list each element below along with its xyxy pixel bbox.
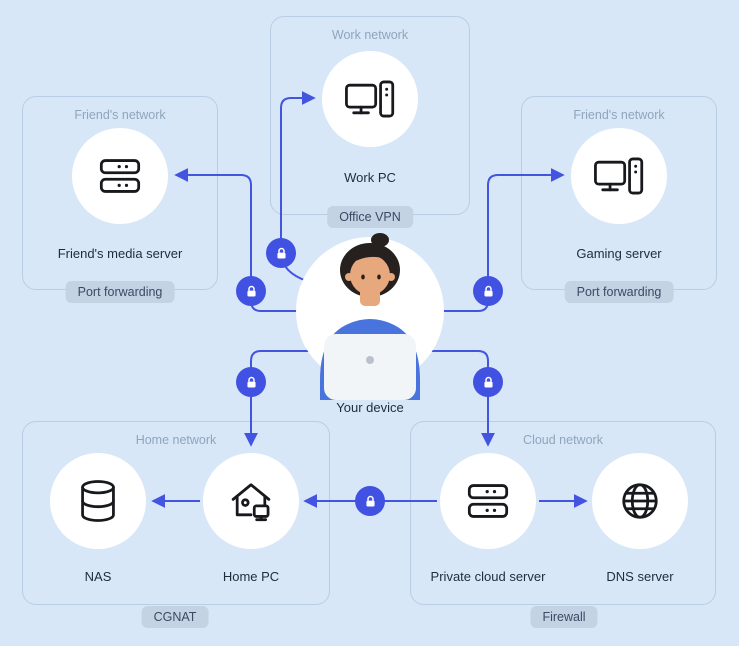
line-to-work-network: [280, 91, 316, 282]
home-connection-lock: [236, 367, 266, 397]
friend-network-left-title: Friend's network: [74, 108, 166, 122]
server-stack-icon: [99, 159, 141, 193]
cloud-network-title: Cloud network: [523, 433, 603, 447]
line-to-friend-network-right: [430, 168, 565, 312]
friend-left-connection-lock: [236, 276, 266, 306]
dns-server-label: DNS server: [606, 569, 674, 584]
padlock-icon: [246, 376, 256, 387]
private-cloud-server-node: [440, 453, 536, 549]
port-forwarding-left-tag: Port forwarding: [65, 281, 175, 303]
home-network-title: Home network: [135, 433, 217, 447]
work-connection-lock: [266, 238, 296, 268]
friend-right-connection-lock: [473, 276, 503, 306]
home-pc-label: Home PC: [222, 569, 280, 584]
dns-server-node: [592, 453, 688, 549]
gaming-server-node: [571, 128, 667, 224]
cloud-connection-lock: [473, 367, 503, 397]
user-avatar: [296, 233, 444, 400]
nas-label: NAS: [84, 569, 112, 584]
gaming-server-label: Gaming server: [576, 246, 662, 261]
office-vpn-tag: Office VPN: [327, 206, 413, 228]
padlock-icon: [365, 495, 375, 506]
friend-network-right-title: Friend's network: [573, 108, 665, 122]
line-to-home-network: [244, 350, 310, 447]
private-cloud-server-label: Private cloud server: [430, 569, 546, 584]
padlock-icon: [483, 376, 493, 387]
friend-media-server-label: Friend's media server: [57, 246, 183, 261]
padlock-icon: [483, 285, 493, 296]
nas-node: [50, 453, 146, 549]
home-pc-node: [203, 453, 299, 549]
padlock-icon: [246, 285, 256, 296]
work-pc-label: Work PC: [344, 170, 396, 185]
line-to-cloud-network: [430, 350, 495, 447]
port-forwarding-right-tag: Port forwarding: [564, 281, 674, 303]
database-icon: [81, 480, 115, 522]
home-network-box: Home network: [22, 421, 330, 605]
padlock-icon: [276, 247, 286, 258]
cgnat-tag: CGNAT: [141, 606, 209, 628]
work-pc-node: [322, 51, 418, 147]
your-device-label: Your device: [336, 400, 404, 415]
firewall-tag: Firewall: [530, 606, 598, 628]
house-computer-icon: [231, 483, 271, 522]
server-stack-icon: [467, 484, 509, 518]
globe-icon: [622, 483, 658, 519]
desktop-tower-pc-icon: [594, 157, 644, 195]
work-network-title: Work network: [331, 28, 409, 42]
cloud-network-box: Cloud network: [410, 421, 716, 605]
friend-media-server-node: [72, 128, 168, 224]
line-to-friend-network-left: [174, 168, 310, 312]
homepc-cloud-connection-lock: [355, 486, 385, 516]
desktop-tower-pc-icon: [345, 80, 395, 118]
